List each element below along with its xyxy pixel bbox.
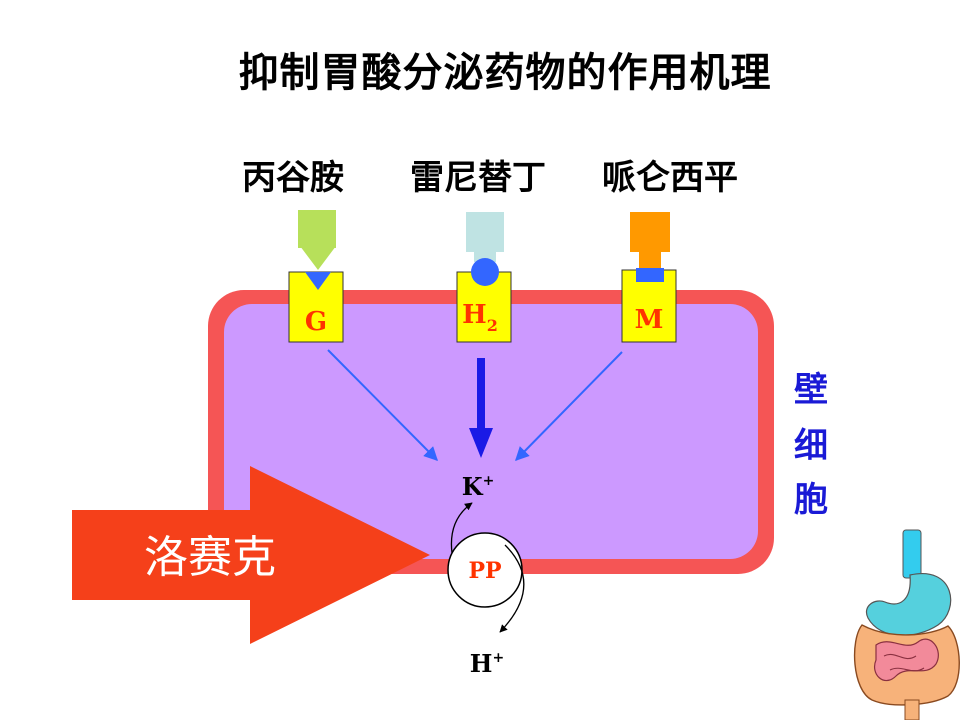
k-main-text: K xyxy=(462,472,484,501)
pirenzepine-block xyxy=(630,212,670,252)
page-title: 抑制胃酸分泌药物的作用机理 xyxy=(238,50,772,96)
receptor-m-label: M xyxy=(635,305,664,335)
drug-label-proglumide: 丙谷胺 xyxy=(242,158,344,198)
arrow-g-to-k xyxy=(327,349,438,461)
proglumide-block xyxy=(298,210,336,248)
proglumide-tip-icon xyxy=(300,246,336,270)
proton-pump-label: PP xyxy=(468,558,501,584)
omeprazole-label: 洛赛克 xyxy=(144,532,276,583)
h-main-text: H xyxy=(470,649,493,678)
k-sup-text: + xyxy=(483,473,495,489)
receptor-h2-label: H2 xyxy=(462,300,498,335)
ranitidine-neck xyxy=(474,250,496,262)
h2-subscript-text: 2 xyxy=(487,316,498,335)
cell-label-char-2: 细 xyxy=(794,426,828,466)
drug-label-ranitidine: 雷尼替丁 xyxy=(410,158,546,198)
digestive-system-icon xyxy=(853,529,960,720)
h-efflux-arrow xyxy=(499,544,525,633)
drug-label-pirenzepine: 哌仑西平 xyxy=(602,158,738,198)
h2-main-text: H xyxy=(462,300,487,330)
ranitidine-block xyxy=(466,212,504,252)
h-sup-text: + xyxy=(492,650,504,666)
cell-label-char-3: 胞 xyxy=(794,480,828,520)
pirenzepine-neck xyxy=(639,250,661,268)
k-ion-label: K+ xyxy=(462,472,495,501)
h-ion-label: H+ xyxy=(470,649,504,678)
g-binding-site-icon xyxy=(305,272,331,290)
omeprazole-arrow xyxy=(72,466,430,644)
h2-binding-site-icon xyxy=(471,258,499,286)
cell-label-char-1: 壁 xyxy=(794,370,828,410)
receptor-g-label: G xyxy=(305,307,327,337)
m-binding-site-icon xyxy=(636,268,664,282)
k-influx-arrow xyxy=(450,502,473,554)
arrow-h2-to-k-head xyxy=(469,428,493,458)
arrow-m-to-k xyxy=(515,351,623,461)
